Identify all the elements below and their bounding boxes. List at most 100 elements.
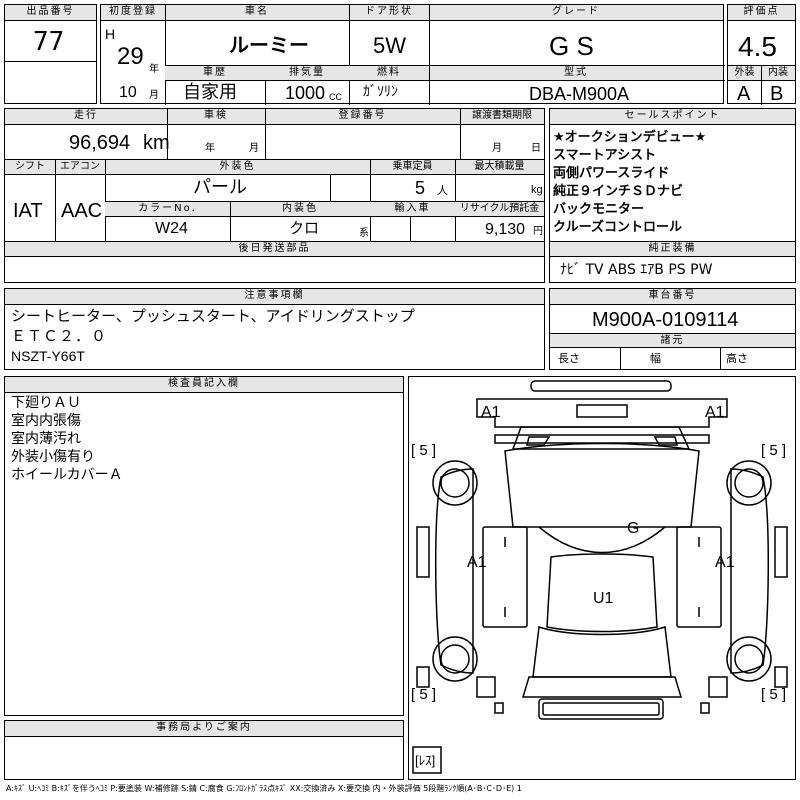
first-reg-month: 10 [119, 84, 137, 101]
notes-title: 注意事項欄 [5, 289, 544, 305]
inspection-label: 車検 [167, 109, 265, 125]
shift: IAT [13, 200, 43, 222]
score-cell: 評価点 4.5 外装 内装 A B [727, 4, 796, 105]
tire-depth: [ 5 ] [761, 686, 786, 703]
equipment-label: 純正装備 [550, 241, 795, 257]
year-unit: 年 [149, 64, 159, 75]
mileage-unit: km [143, 132, 170, 154]
recycle-label: リサイクル預託金 [455, 201, 544, 217]
sales-points-panel: セールスポイント ★オークションデビュー★ スマートアシスト 両側パワースライド… [549, 108, 796, 283]
sales-point-line: ★オークションデビュー★ [553, 130, 707, 145]
office-title: 事務局よりご案内 [5, 721, 403, 737]
tire-depth: [ 5 ] [411, 686, 436, 703]
recycle-unit: 円 [533, 226, 543, 237]
sales-point-line: 純正９インチＳＤナビ [553, 184, 684, 199]
inspector-panel: 検査員記入欄 下廻りＡＵ 室内内張傷 室内薄汚れ 外装小傷有り ホイールカバーＡ [4, 376, 404, 716]
damage-mark: U1 [593, 590, 614, 607]
door-label: ドア形状 [349, 5, 429, 21]
details-table: 走行 車検 登録番号 譲渡書類期限 96,694 km 年 月 月 日 シフト … [4, 108, 545, 283]
damage-mark: A1 [715, 554, 735, 571]
color-no: W24 [155, 220, 188, 237]
mileage-label: 走行 [5, 109, 167, 125]
import-label: 輸入車 [370, 201, 455, 217]
lot-number-cell: 出品番号 77 [4, 4, 97, 104]
inspector-line: ホイールカバーＡ [11, 467, 123, 483]
chassis-title: 車台番号 [550, 289, 795, 305]
inspector-line: 室内内張傷 [11, 413, 81, 429]
ac-label: エアコン [55, 160, 105, 175]
score-label: 評価点 [728, 5, 795, 21]
int-color-label: 内装色 [230, 201, 370, 217]
sales-point-line: バックモニター [553, 202, 645, 217]
inspection-year-unit: 年 [205, 143, 215, 154]
door-type: 5W [373, 33, 406, 58]
exterior-label: 外装 [728, 65, 761, 81]
reg-no-label: 登録番号 [265, 109, 460, 125]
displacement-unit: CC [329, 92, 342, 102]
legend: A:ｷｽﾞ U:ﾍｺﾐ B:ｷｽﾞを伴うﾍｺﾐ P:要塗装 W:補修跡 S:錆 … [6, 784, 522, 793]
tire-depth: [ 5 ] [411, 442, 436, 459]
car-name: ルーミー [229, 33, 309, 57]
inspector-line: 外装小傷有り [11, 449, 95, 465]
recycle-fee: 9,130 [485, 221, 526, 238]
first-reg-label: 初度登録 [101, 5, 165, 21]
first-reg-year: 29 [117, 43, 144, 70]
grade: G S [549, 31, 594, 61]
note-line: NSZT-Y66T [11, 348, 85, 364]
history: 自家用 [183, 82, 237, 103]
interior-color: クロ [289, 219, 320, 237]
damage-mark: G [627, 520, 639, 537]
interior-grade: B [770, 83, 784, 105]
exterior-grade: A [737, 83, 751, 105]
load-label: 最大積載量 [455, 160, 544, 175]
car-name-label: 車名 [165, 5, 349, 21]
load-unit: kg [531, 184, 543, 196]
fuel-label: 燃料 [349, 65, 429, 81]
car-outline-diagram: A1 A1 A1 A1 G U1 [ 5 ] [ 5 ] [ 5 ] [ 5 ]… [411, 380, 788, 774]
spare-tire: [ﾚｽ] [415, 753, 435, 768]
capacity-unit: 人 [437, 184, 448, 197]
damage-mark: A1 [467, 554, 487, 571]
model: DBA-M900A [529, 84, 630, 104]
office-panel: 事務局よりご案内 [4, 720, 404, 780]
later-parts-label: 後日発送部品 [5, 242, 544, 257]
interior-label: 内装 [761, 65, 795, 81]
displacement-label: 排気量 [265, 65, 349, 81]
chassis-number: M900A-0109114 [592, 309, 739, 331]
capacity: 5 [415, 178, 426, 198]
ac: AAC [61, 200, 103, 222]
mileage: 96,694 [69, 132, 131, 154]
grade-label: グレード [429, 5, 723, 21]
score: 4.5 [738, 31, 777, 62]
month-unit: 月 [149, 90, 159, 101]
damage-diagram: A1 A1 A1 A1 G U1 [ 5 ] [ 5 ] [ 5 ] [ 5 ]… [408, 376, 796, 780]
color-label: 外装色 [105, 160, 370, 175]
standard-equipment: ﾅﾋﾞ TV ABS ｴｱB PS PW [560, 262, 713, 278]
note-line: シートヒーター、プッシュスタート、アイドリングストップ [11, 307, 415, 325]
transfer-month-unit: 月 [492, 143, 502, 154]
tire-depth: [ 5 ] [761, 442, 786, 459]
era-letter: H [105, 26, 116, 42]
height-label: 高さ [726, 352, 748, 365]
transfer-label: 譲渡書類期限 [460, 109, 544, 125]
fuel: ｶﾞｿﾘﾝ [363, 84, 398, 100]
displacement: 1000 [285, 83, 326, 103]
damage-mark: A1 [481, 404, 501, 421]
history-label: 車歴 [165, 65, 265, 81]
inspector-title: 検査員記入欄 [5, 377, 403, 393]
sales-points-title: セールスポイント [550, 109, 795, 125]
sales-point-line: スマートアシスト [553, 148, 657, 163]
vehicle-header-row: 初度登録 車名 ドア形状 グレード H 29 年 ルーミー 5W G S 車歴 … [100, 4, 725, 105]
note-line: ＥＴＣ２．０ [11, 327, 108, 345]
model-label: 型式 [429, 65, 723, 81]
exterior-color: パール [193, 177, 247, 198]
damage-mark: A1 [705, 404, 725, 421]
lot-number: 77 [33, 27, 65, 57]
inspection-month-unit: 月 [249, 143, 259, 154]
dims-label: 諸元 [550, 333, 795, 348]
shift-label: シフト [5, 160, 55, 175]
sales-point-line: 両側パワースライド [553, 166, 670, 181]
width-label: 幅 [650, 352, 661, 365]
capacity-label: 乗車定員 [370, 160, 455, 175]
transfer-day-unit: 日 [531, 143, 541, 154]
